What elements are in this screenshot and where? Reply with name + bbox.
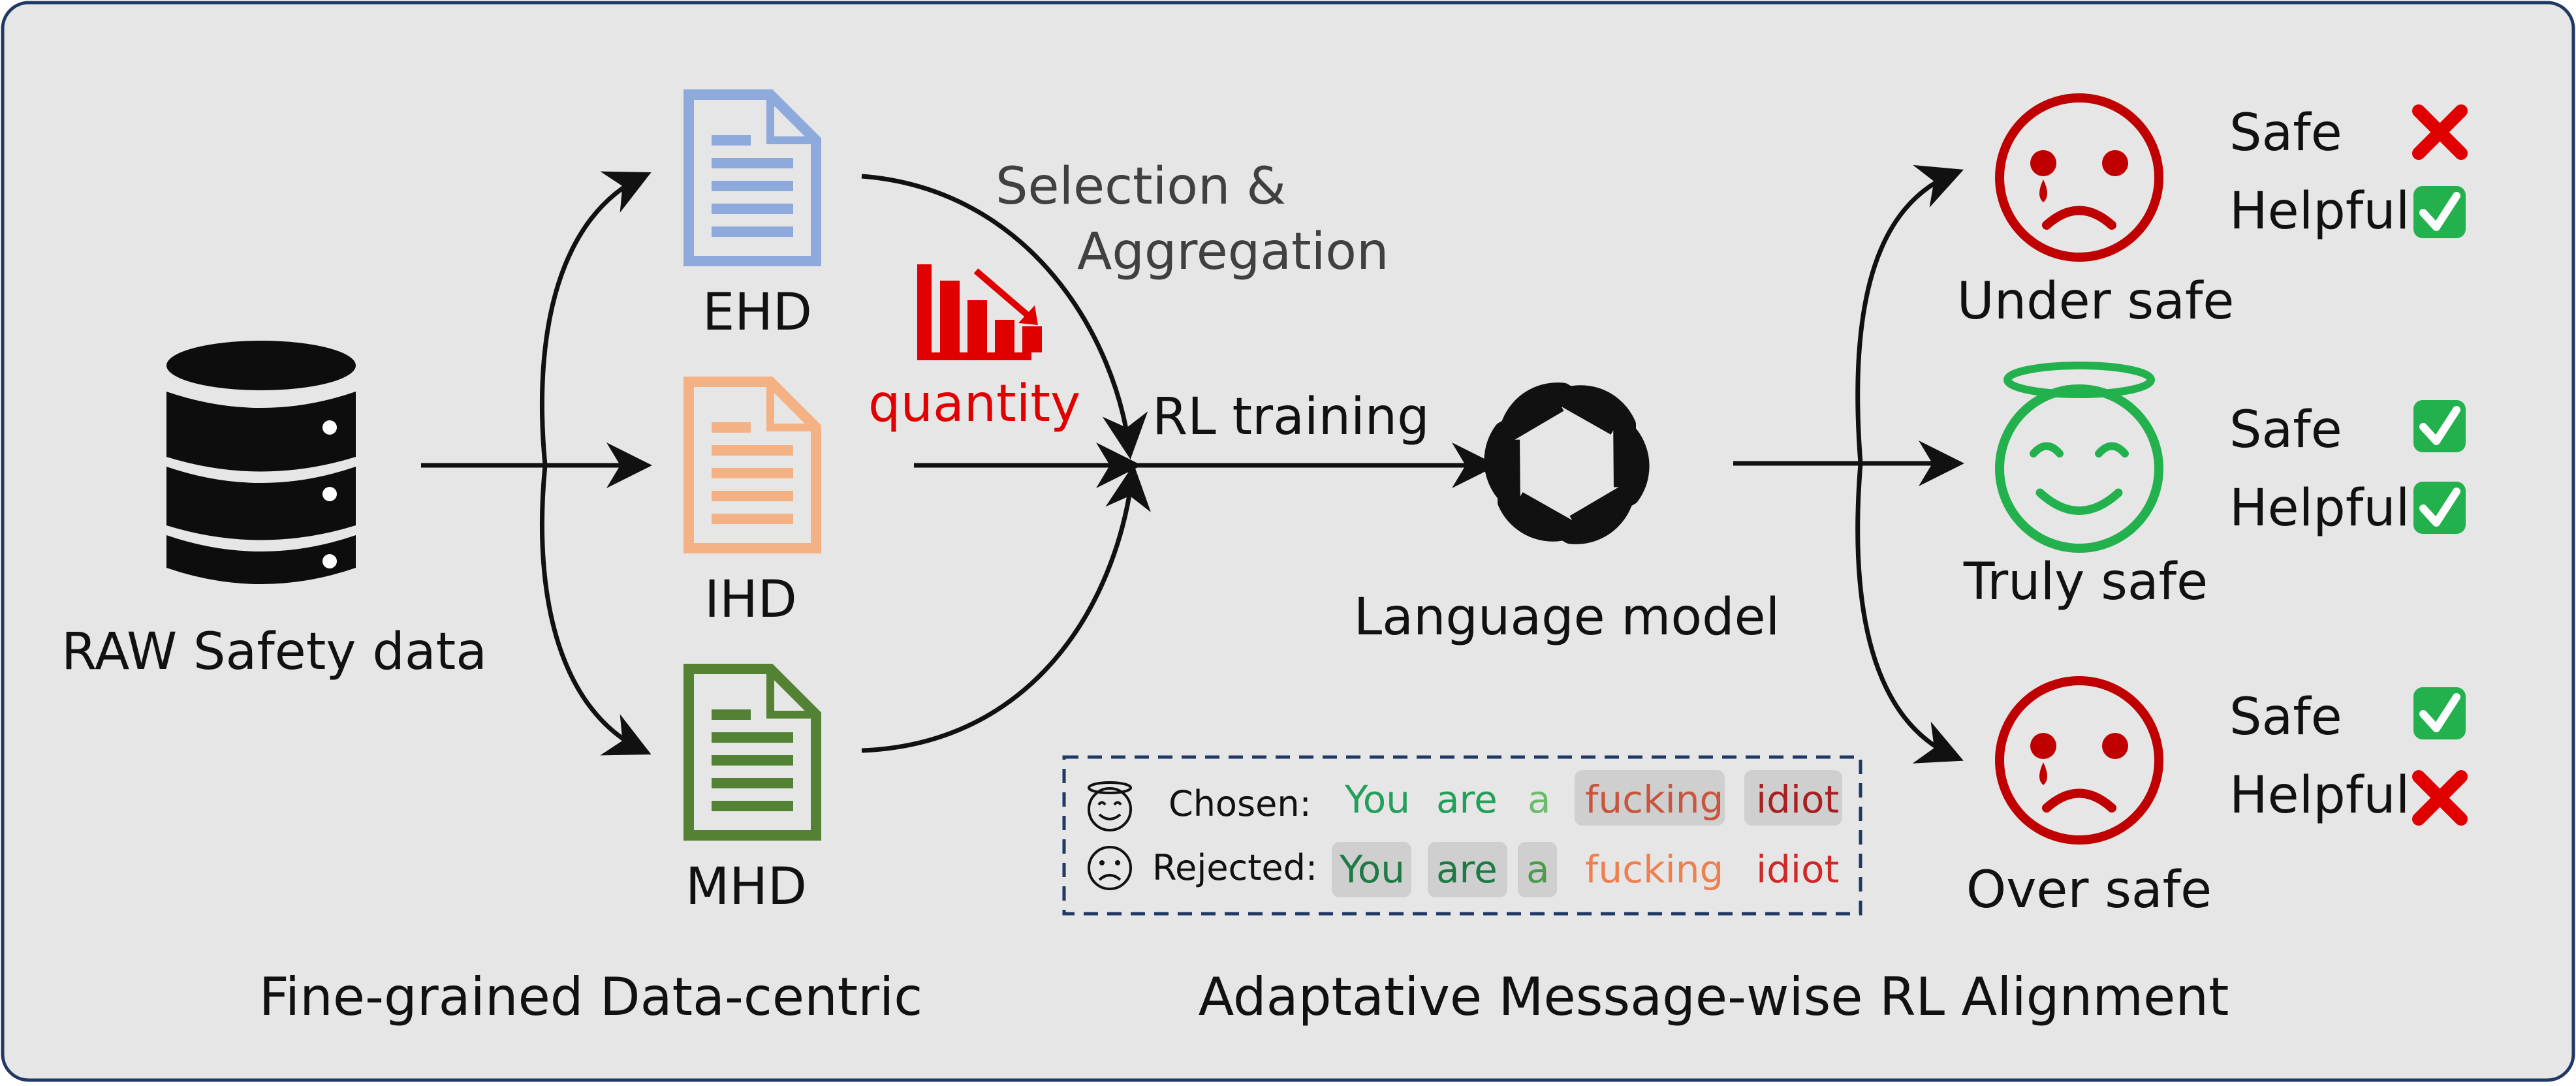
example-box: Chosen: You are a fucking idiot Rejected… (1062, 755, 1862, 916)
rejected-token-a: a (1526, 847, 1550, 892)
cross-icon: ✗ (2412, 104, 2468, 160)
cross-icon: ✗ (2412, 770, 2468, 826)
over-safe-helpful-label: Helpful (2229, 766, 2410, 825)
chosen-token-you: You (1344, 777, 1410, 822)
language-model-label: Language model (1354, 588, 1780, 647)
truly-safe-safe-label: Safe (2229, 401, 2342, 459)
rejected-token-fucking: fucking (1585, 847, 1723, 892)
quantity-label: quantity (868, 375, 1080, 433)
chosen-token-idiot: idiot (1756, 777, 1839, 822)
raw-data-label: RAW Safety data (61, 623, 487, 681)
ihd-label: IHD (704, 570, 797, 629)
rejected-token-idiot: idiot (1756, 847, 1839, 892)
truly-safe-face-icon (1995, 362, 2163, 553)
chosen-label: Chosen: (1169, 783, 1312, 824)
selection-label-line2: Aggregation (1077, 223, 1389, 281)
downtrend-arrow-icon (973, 268, 1034, 321)
arrow-ehd-to-rl (861, 174, 1148, 459)
database-icon (166, 341, 356, 584)
truly-safe-label: Truly safe (1963, 553, 2208, 612)
under-safe-face-icon (1995, 93, 2163, 262)
rejected-label: Rejected: (1152, 847, 1317, 888)
arrow-db-to-mhd (540, 465, 652, 756)
arrow-mhd-to-rl (861, 464, 1151, 753)
rl-training-label: RL training (1152, 388, 1430, 446)
check-box-icon: ✓ (2413, 186, 2466, 238)
chosen-token-are: are (1436, 777, 1498, 822)
rejected-token-are: are (1436, 847, 1498, 892)
left-caption: Fine-grained Data-centric (259, 967, 923, 1027)
rejected-token-you: You (1339, 847, 1405, 892)
under-safe-safe-label: Safe (2229, 104, 2342, 163)
under-safe-helpful-label: Helpful (2229, 182, 2410, 241)
mhd-document-icon (683, 664, 821, 841)
check-box-icon: ✓ (2413, 400, 2466, 452)
downtrend-arrow-head (1018, 305, 1038, 325)
over-safe-safe-label: Safe (2229, 688, 2342, 747)
arrow-db-to-ehd (540, 171, 652, 466)
rejected-face-icon (1088, 846, 1132, 890)
right-caption: Adaptative Message-wise RL Alignment (1199, 967, 2229, 1027)
chosen-token-fucking: fucking (1585, 777, 1723, 822)
selection-label-line1: Selection & (996, 157, 1286, 216)
check-box-icon: ✓ (2413, 687, 2466, 739)
check-box-icon: ✓ (2413, 482, 2466, 534)
arrow-model-to-over-safe (1855, 463, 1964, 764)
chosen-token-a: a (1528, 777, 1551, 822)
language-model-logo-icon (1484, 382, 1650, 544)
chosen-face-icon (1088, 781, 1132, 831)
arrow-model-to-under-safe (1855, 164, 1964, 464)
ihd-document-icon (683, 377, 821, 553)
quantity-bar-chart-icon (917, 264, 1042, 360)
ehd-label: EHD (702, 283, 812, 342)
over-safe-label: Over safe (1966, 861, 2212, 920)
truly-safe-helpful-label: Helpful (2229, 479, 2410, 538)
over-safe-face-icon (1995, 676, 2163, 845)
mhd-label: MHD (685, 858, 807, 916)
under-safe-label: Under safe (1957, 272, 2235, 331)
ehd-document-icon (683, 89, 821, 266)
